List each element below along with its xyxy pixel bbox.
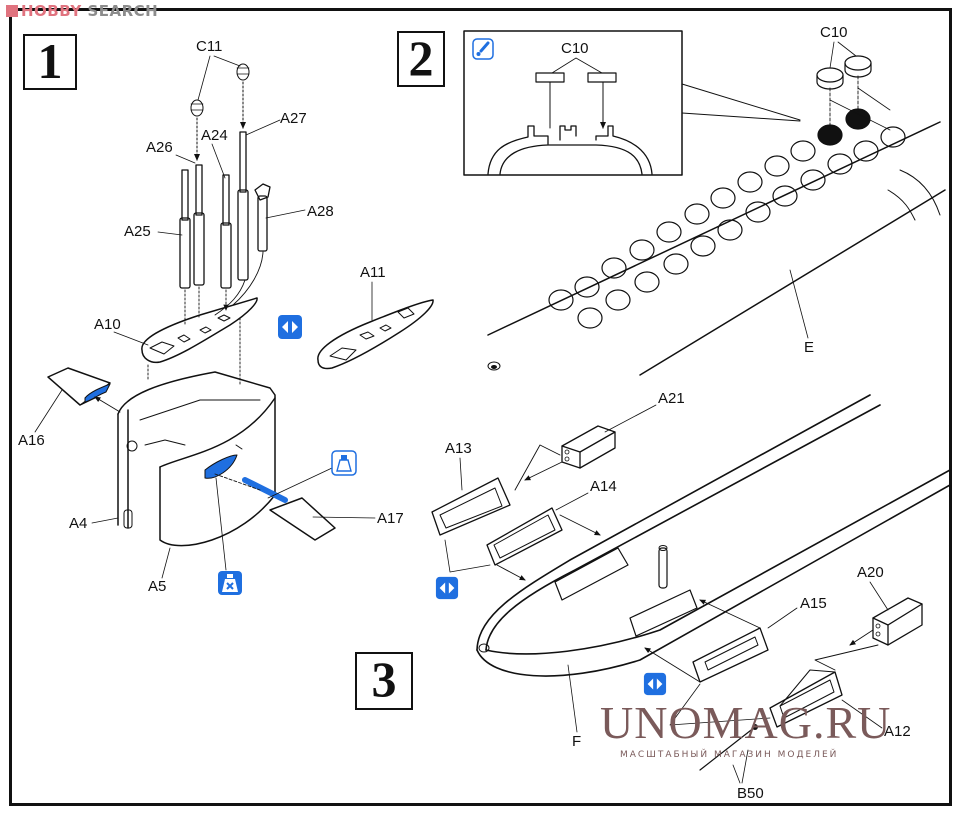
logo-mark-icon: [6, 5, 18, 17]
hobby-search-logo: HOBBY SEARCH: [6, 4, 158, 19]
part-a12-grille: [769, 669, 843, 728]
label-a11: A11: [360, 264, 386, 281]
label-a12: A12: [884, 723, 911, 740]
step-3-number: 3: [355, 652, 413, 710]
symmetric-parts-icon: [278, 315, 302, 339]
part-e-hull-tubes: [548, 108, 906, 329]
label-b50: B50: [737, 785, 764, 802]
label-a4: A4: [69, 515, 88, 532]
label-a20: A20: [857, 564, 884, 581]
part-a13-louver: [431, 477, 511, 536]
step-2-number: 2: [397, 31, 445, 87]
part-a17-fin: [242, 477, 336, 541]
label-c10: C10: [820, 24, 848, 41]
symmetric-parts-icon-step3b: [643, 672, 667, 696]
detail-callout-box: [463, 30, 683, 176]
step1-drawing: [34, 55, 434, 579]
label-a10: A10: [94, 316, 121, 333]
part-a15-grille: [692, 627, 769, 683]
logo-text-hobby: HOBBY: [21, 2, 82, 20]
part-c11-cap: [190, 63, 250, 117]
label-a27: A27: [280, 110, 307, 127]
part-a4-a5-sail: [117, 371, 276, 547]
label-a5: A5: [148, 578, 167, 595]
label-a13: A13: [445, 440, 472, 457]
step2-drawing: [463, 30, 946, 376]
no-glue-icon: [218, 571, 242, 595]
label-e: E: [804, 339, 815, 356]
unomag-watermark-subtitle: МАСШТАБНЫЙ МАГАЗИН МОДЕЛЕЙ: [620, 750, 839, 760]
label-a24: A24: [201, 127, 228, 144]
part-a16-fin: [47, 367, 111, 406]
part-rods-a24-a28: [179, 131, 271, 289]
label-f: F: [572, 733, 582, 750]
label-a25: A25: [124, 223, 151, 240]
label-c11: C11: [196, 38, 223, 55]
part-a10-deck: [141, 297, 258, 364]
paint-icon: [331, 450, 357, 476]
label-a17: A17: [377, 510, 404, 527]
diagram-frame: [9, 8, 952, 806]
label-a14: A14: [590, 478, 617, 495]
part-c10-grate: [816, 55, 872, 90]
label-a26: A26: [146, 139, 173, 156]
label-a15: A15: [800, 595, 827, 612]
label-c10-detail: C10: [561, 40, 589, 57]
part-a14-louver: [486, 507, 563, 566]
label-a21: A21: [658, 390, 685, 407]
label-a16: A16: [18, 432, 45, 449]
step3-drawing: [431, 394, 951, 784]
symmetric-parts-icon-step3: [435, 576, 459, 600]
part-a20-block: [872, 597, 923, 646]
attention-icon: [472, 38, 494, 60]
step-1-number: 1: [23, 34, 77, 90]
part-a11-deck: [317, 299, 434, 370]
unomag-watermark: UNOMAG.RU: [600, 697, 892, 748]
part-a21-block: [561, 425, 616, 469]
label-a28: A28: [307, 203, 334, 220]
logo-text-search: SEARCH: [87, 2, 159, 20]
